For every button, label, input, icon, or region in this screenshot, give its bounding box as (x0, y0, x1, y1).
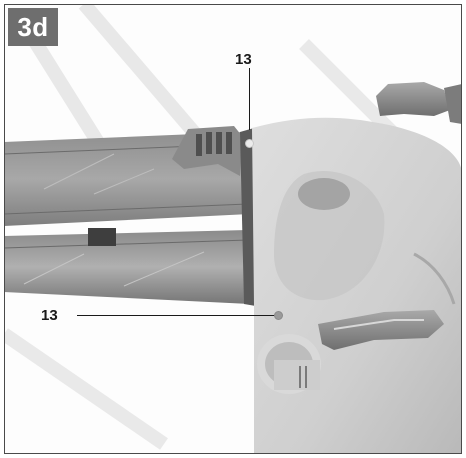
callout-label-left: 13 (41, 307, 58, 324)
blower-body (252, 117, 462, 454)
callout-leader-left (77, 315, 277, 316)
tube-clip (172, 126, 242, 176)
figure-frame: 3d 13 13 (4, 4, 462, 454)
callout-label-top: 13 (235, 51, 252, 68)
top-handle (376, 82, 462, 124)
lower-tube (4, 230, 250, 304)
outlet-nozzle (257, 334, 321, 394)
step-badge: 3d (8, 8, 58, 46)
callout-marker-top (245, 139, 254, 148)
callout-leader-top (249, 68, 250, 130)
callout-marker-left (274, 311, 283, 320)
bottom-lever (318, 310, 444, 350)
product-photo (4, 4, 462, 454)
